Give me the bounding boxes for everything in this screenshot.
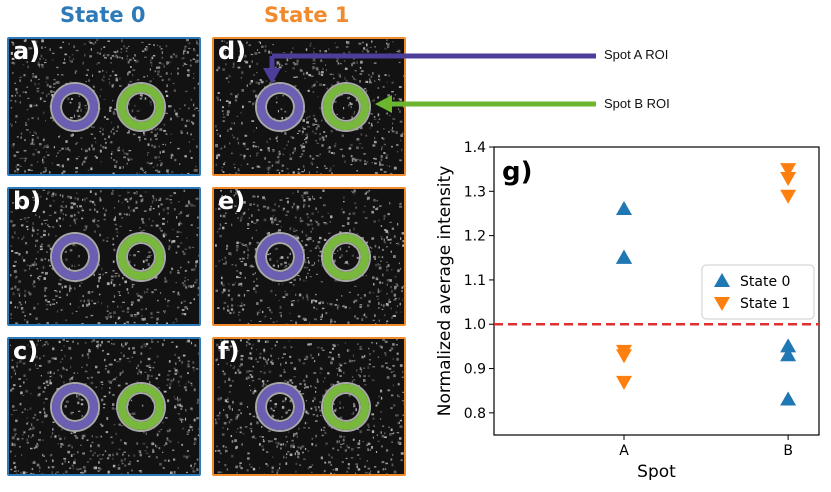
data-point-state-0 — [780, 391, 797, 406]
data-point-state-0 — [780, 347, 797, 362]
legend-label: State 1 — [740, 296, 790, 312]
image-panel-c: c) — [7, 337, 201, 476]
spot-a-roi-ring — [52, 234, 98, 280]
legend-box — [701, 264, 815, 320]
speckle-texture — [215, 189, 404, 324]
x-tick-label: A — [619, 443, 629, 459]
y-tick-label: 1.1 — [464, 273, 486, 289]
spot-a-roi-ring — [257, 234, 303, 280]
speckle-texture — [9, 39, 199, 174]
panel-label: a) — [13, 37, 41, 65]
state-0-title: State 0 — [60, 3, 146, 27]
spot-a-arrow — [263, 53, 596, 84]
spot-a-roi-ring — [257, 384, 303, 430]
spot-b-roi-ring — [323, 84, 369, 130]
legend-marker — [714, 273, 730, 287]
spot-b-roi-ring — [118, 234, 164, 280]
x-axis-label: Spot — [637, 462, 676, 480]
spot-a-roi-ring — [52, 384, 98, 430]
image-panel-e: e) — [212, 187, 406, 326]
data-point-state-1 — [780, 172, 797, 187]
spot-b-arrow — [375, 95, 596, 113]
data-point-state-0 — [616, 201, 632, 216]
spot-b-roi-ring — [323, 384, 369, 430]
image-panel-b: b) — [7, 187, 201, 326]
y-tick-label: 0.9 — [464, 362, 486, 378]
data-point-state-1 — [780, 163, 797, 178]
panel-label: b) — [13, 187, 42, 215]
data-point-state-0 — [780, 338, 797, 353]
spot-a-roi-label: Spot A ROI — [604, 47, 669, 62]
spot-b-roi-ring — [118, 384, 164, 430]
y-tick-label: 1.0 — [464, 317, 486, 333]
chart-panel-label: g) — [502, 157, 533, 187]
legend-marker — [714, 297, 730, 311]
y-tick-label: 1.4 — [464, 140, 486, 156]
data-point-state-0 — [616, 249, 632, 264]
y-tick-label: 1.3 — [464, 184, 486, 200]
spot-b-roi-label: Spot B ROI — [604, 96, 670, 111]
y-tick-label: 1.2 — [464, 229, 486, 245]
y-axis-label: Normalized average intensity — [435, 166, 455, 417]
intensity-scatter-chart: 0.8 0.9 1.0 1.1 1.2 1.3 1.4A B Spot Normalized av… — [435, 140, 820, 480]
panel-label: d) — [218, 37, 247, 65]
speckle-texture — [214, 339, 404, 474]
spot-a-roi-ring — [52, 84, 98, 130]
x-tick-label: B — [783, 443, 793, 459]
panel-label: c) — [13, 337, 39, 365]
y-tick-label: 0.8 — [464, 406, 486, 422]
state-1-title: State 1 — [264, 3, 350, 27]
image-panel-d: d) — [212, 37, 406, 176]
panel-label: e) — [218, 187, 246, 215]
data-point-state-1 — [780, 189, 797, 204]
spot-b-roi-ring — [323, 234, 369, 280]
legend-label: State 0 — [740, 274, 790, 290]
speckle-texture — [9, 339, 199, 474]
plot-frame — [493, 146, 820, 436]
data-point-state-1 — [616, 349, 632, 364]
panel-label: f) — [218, 337, 240, 365]
spot-b-roi-ring — [118, 84, 164, 130]
data-point-state-1 — [616, 375, 632, 390]
spot-a-roi-ring — [257, 84, 303, 130]
image-panel-f: f) — [212, 337, 406, 476]
image-panel-a: a) — [7, 37, 201, 176]
